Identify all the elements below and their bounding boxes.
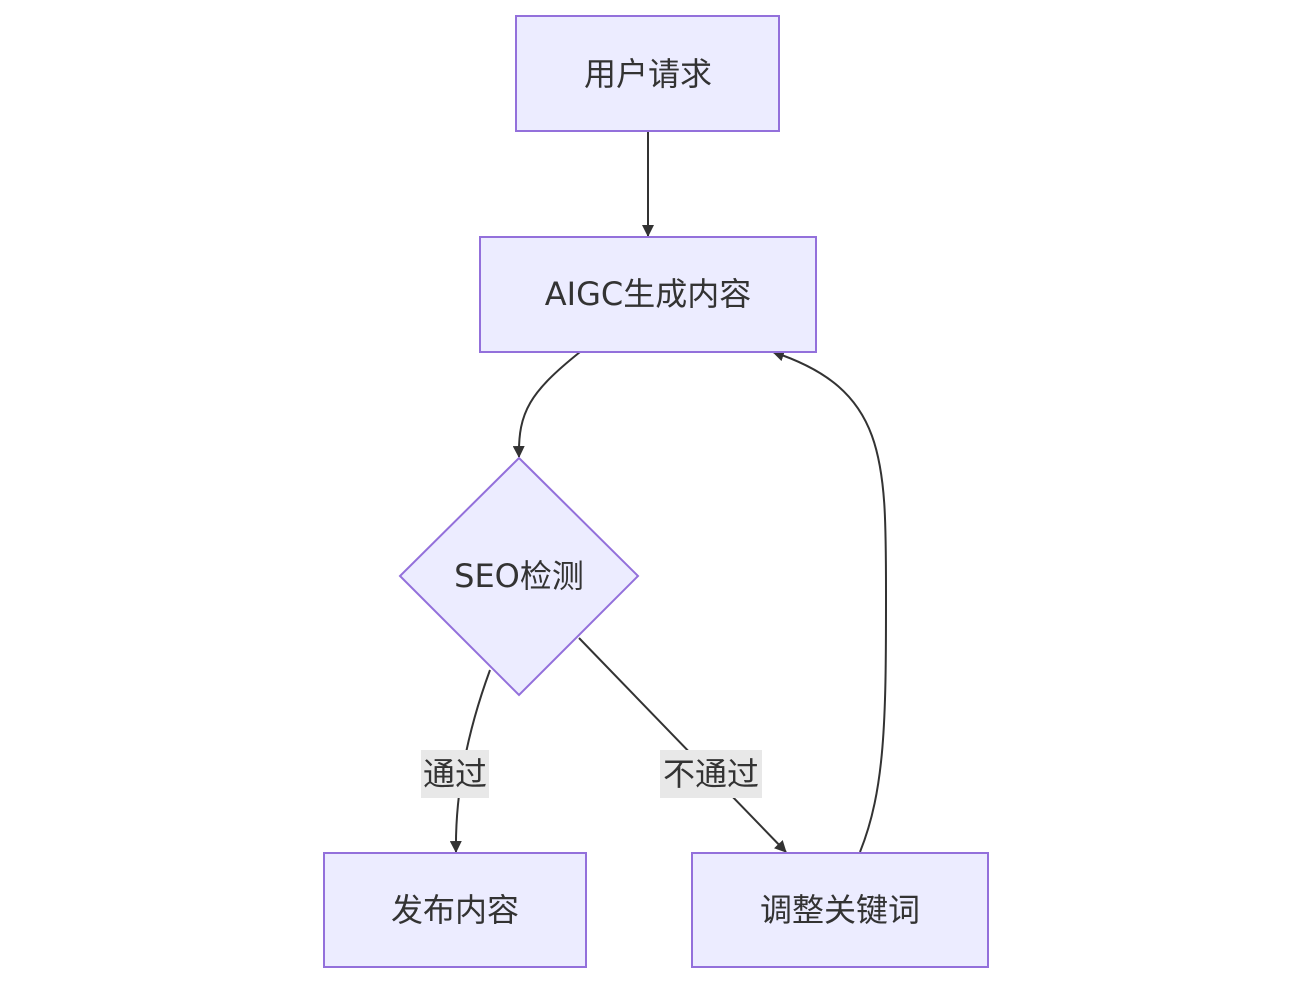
edge-label-pass-bg <box>421 750 489 798</box>
node-publish-label: 发布内容 <box>391 891 519 929</box>
node-adjust-keywords: 调整关键词 <box>691 852 989 968</box>
node-seo-check-diamond <box>398 456 640 697</box>
node-adjust-keywords-label: 调整关键词 <box>760 891 920 929</box>
node-publish-box <box>323 852 587 968</box>
node-seo-check: SEO检测 <box>398 456 640 697</box>
node-user-request: 用户请求 <box>515 15 780 132</box>
edge-label-fail-bg <box>660 750 762 798</box>
node-adjust-keywords-box <box>691 852 989 968</box>
edge-label-fail-text: 不通过 <box>663 755 759 793</box>
edge-adjust-keywords-to-aigc <box>772 349 888 853</box>
node-aigc-generate-label: AIGC生成内容 <box>545 275 751 313</box>
edge-label-pass-text: 通过 <box>423 755 487 793</box>
node-seo-check-label: SEO检测 <box>454 557 584 595</box>
node-user-request-box <box>515 15 780 132</box>
node-aigc-generate-box <box>479 236 817 353</box>
node-aigc-generate: AIGC生成内容 <box>479 236 817 353</box>
edge-aigc-to-seo-check <box>512 351 581 458</box>
edge-seo-check-to-adjust-keywords <box>578 637 787 853</box>
node-user-request-label: 用户请求 <box>584 55 712 93</box>
edge-label-fail: 不通过 <box>660 750 762 798</box>
edge-label-pass: 通过 <box>421 750 489 798</box>
node-publish: 发布内容 <box>323 852 587 968</box>
